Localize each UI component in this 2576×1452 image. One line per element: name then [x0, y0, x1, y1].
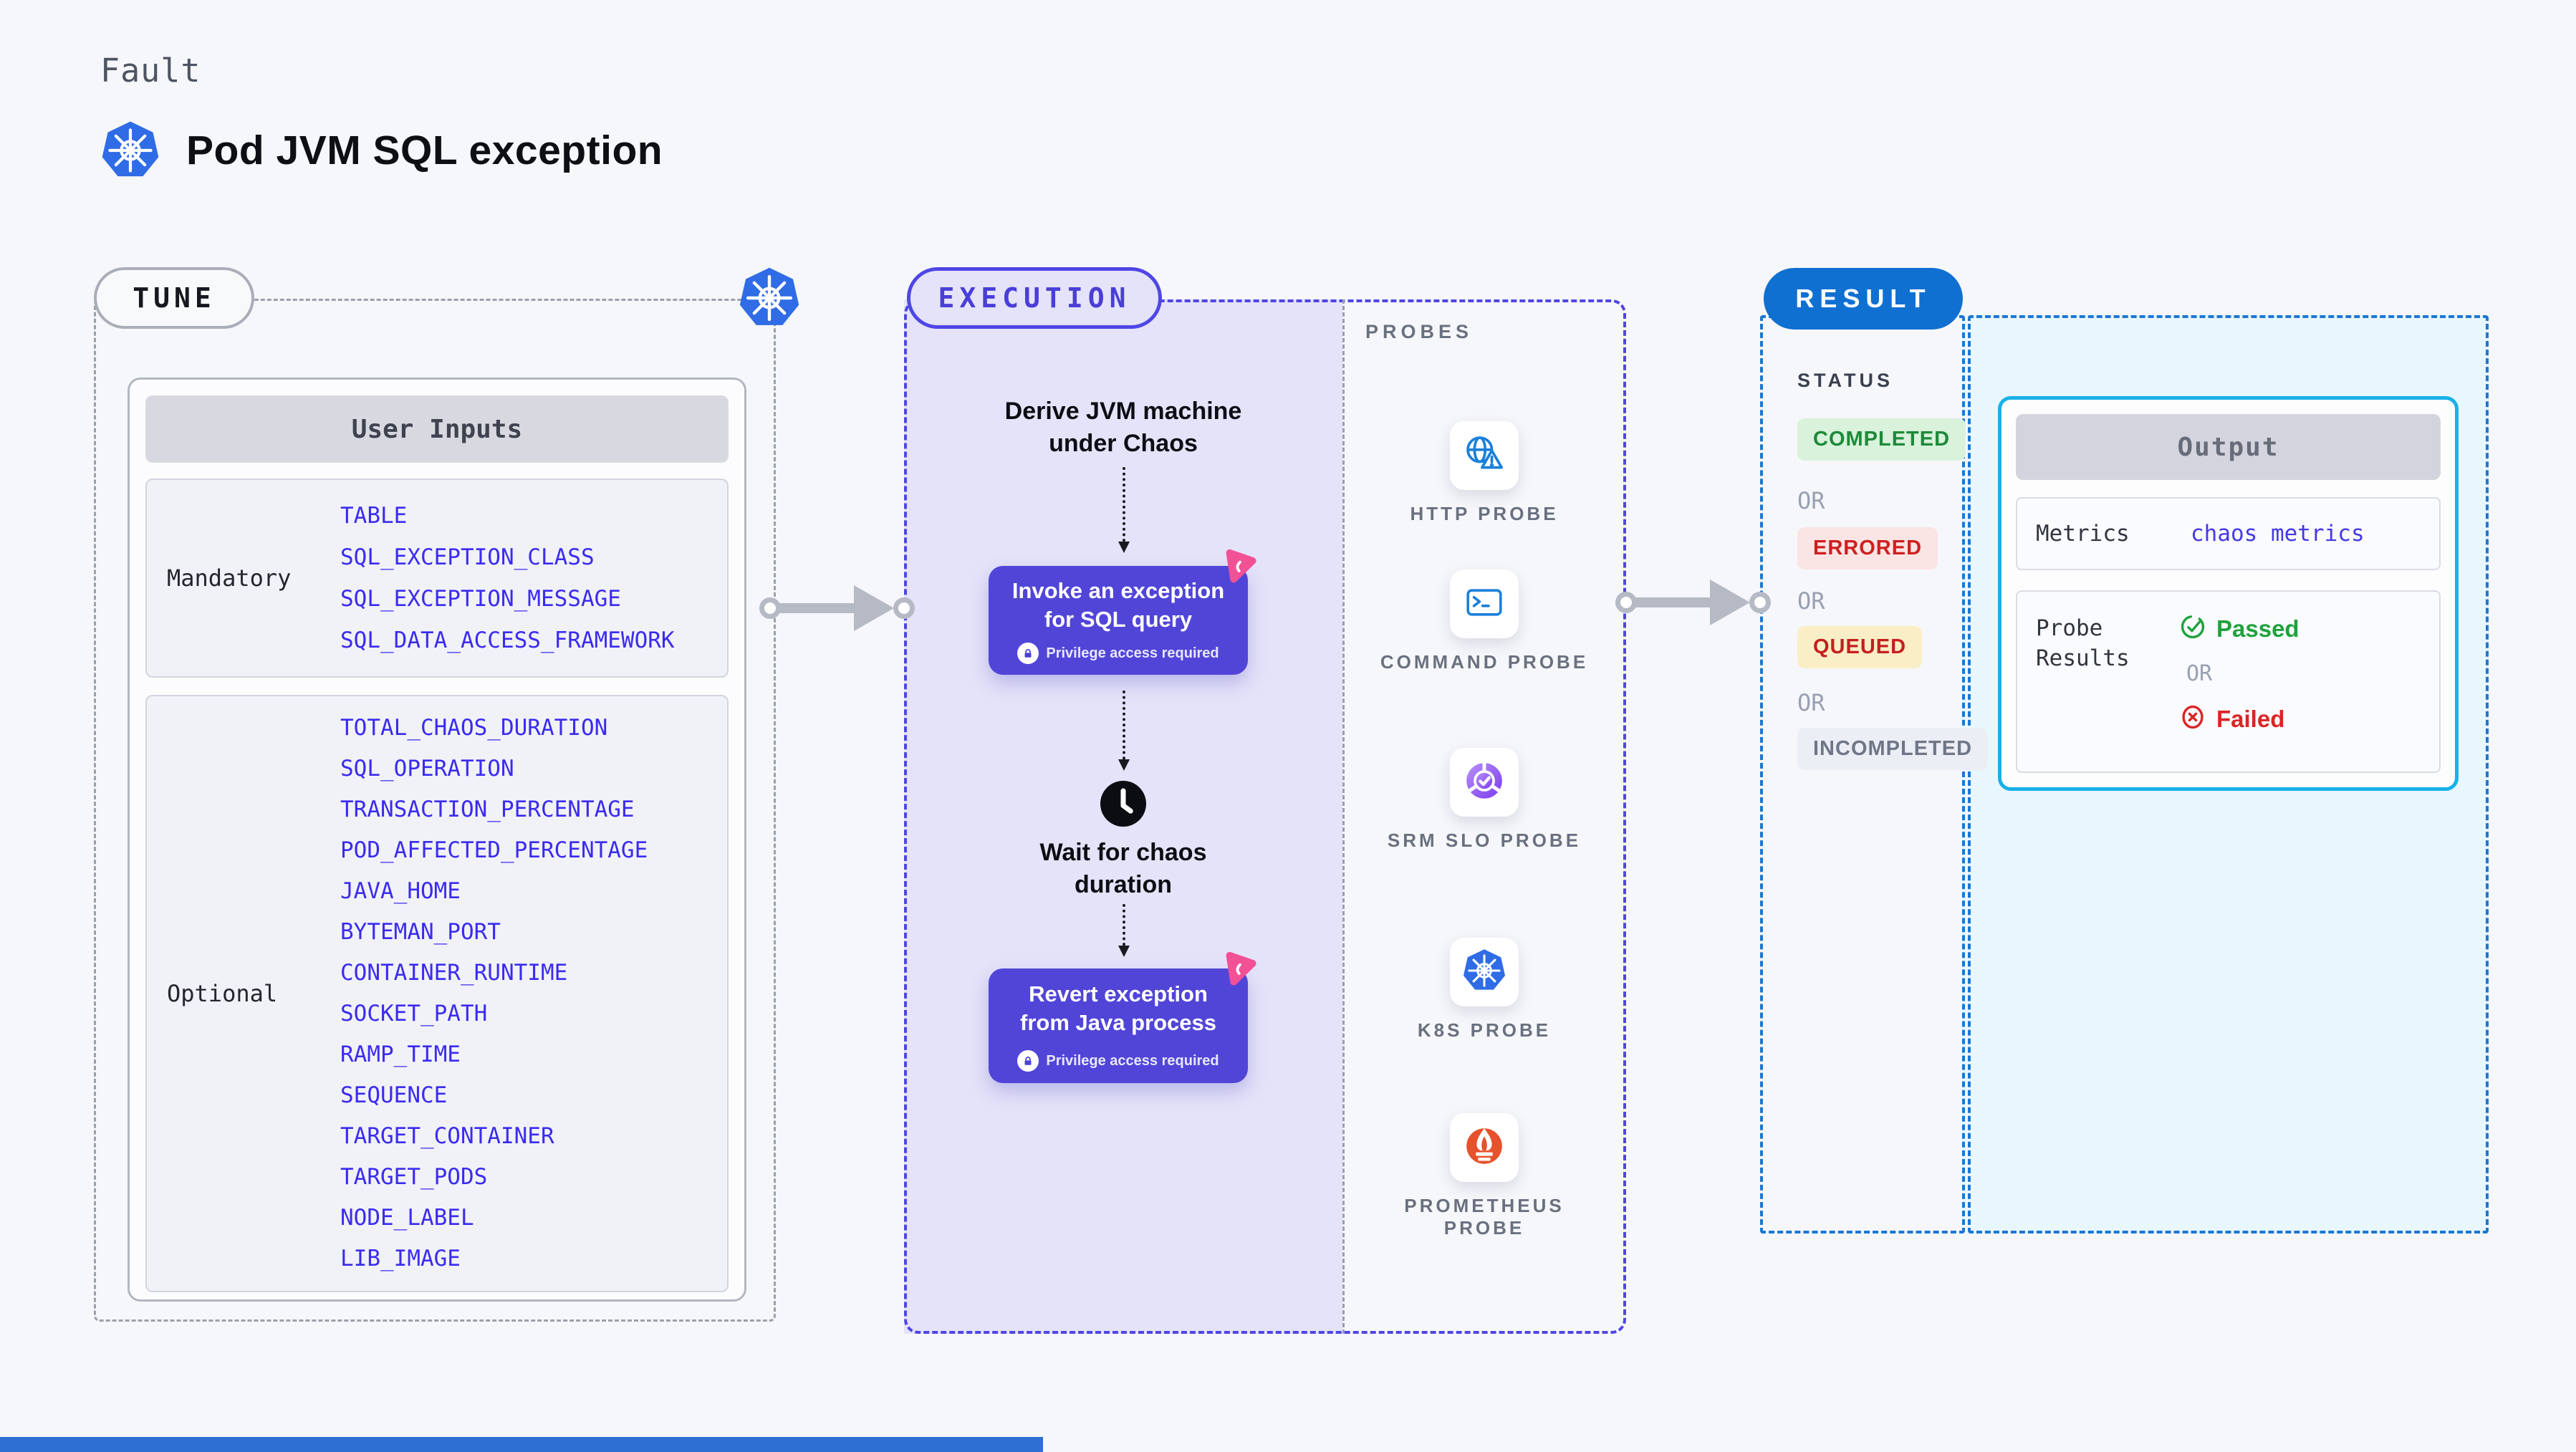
bottom-blue-bar — [0, 1437, 1043, 1452]
chaos-badge-icon — [1217, 545, 1261, 589]
passed-line: Passed — [2179, 613, 2299, 644]
x-circle-icon — [2179, 703, 2206, 734]
param-item: JAVA_HOME — [340, 878, 461, 904]
param-item: SOCKET_PATH — [340, 1001, 488, 1027]
probe-label: COMMAND PROBE — [1380, 651, 1589, 673]
globe-alert-icon — [1462, 432, 1506, 480]
flow-arrow-down — [1118, 467, 1130, 553]
or-separator: OR — [1797, 587, 1825, 615]
passed-label: Passed — [2216, 615, 2299, 642]
lock-icon — [1017, 1050, 1039, 1072]
execution-section-box — [904, 299, 1626, 1334]
probes-heading: PROBES — [1365, 321, 1474, 342]
execution-pill: EXECUTION — [907, 267, 1162, 329]
optional-label: Optional — [167, 980, 278, 1007]
execution-to-result-arrow — [1615, 580, 1773, 629]
revert-exception-title: Revert exception from Java process — [1020, 981, 1216, 1035]
page-title: Pod JVM SQL exception — [186, 128, 663, 173]
privilege-note-row: Privilege access required — [1017, 643, 1219, 664]
param-item: NODE_LABEL — [340, 1205, 474, 1231]
clock-icon — [1100, 781, 1146, 827]
probe-label: K8S PROBE — [1417, 1019, 1552, 1041]
param-item: SQL_OPERATION — [340, 756, 514, 782]
param-item: SQL_EXCEPTION_MESSAGE — [340, 586, 621, 612]
param-item: RAMP_TIME — [340, 1042, 461, 1067]
result-status-box: STATUS COMPLETED OR ERRORED OR QUEUED OR… — [1760, 315, 1989, 1234]
chaos-badge-icon — [1217, 948, 1261, 991]
command-probe-card — [1450, 569, 1519, 638]
param-item: TARGET_CONTAINER — [340, 1123, 554, 1149]
probe-label: HTTP PROBE — [1410, 503, 1559, 524]
srm-slo-probe-card — [1450, 748, 1519, 817]
user-inputs-card: User Inputs Mandatory TABLE SQL_EXCEPTIO… — [128, 378, 746, 1302]
kubernetes-wheel-icon — [1462, 948, 1506, 996]
lock-icon — [1017, 643, 1039, 664]
probe-results-row: Probe Results Passed OR — [2016, 590, 2441, 773]
tune-to-execution-arrow — [759, 585, 917, 635]
privilege-note: Privilege access required — [1046, 645, 1219, 661]
metrics-label: Metrics — [2036, 521, 2130, 547]
param-item: SQL_DATA_ACCESS_FRAMEWORK — [340, 628, 675, 653]
param-item: TOTAL_CHAOS_DURATION — [340, 715, 608, 741]
optional-items: TOTAL_CHAOS_DURATION SQL_OPERATION TRANS… — [340, 711, 648, 1276]
or-separator: OR — [1797, 689, 1825, 716]
param-item: SEQUENCE — [340, 1082, 448, 1108]
output-card: Output Metrics chaos metrics Probe Resul… — [1998, 396, 2459, 791]
output-title: Output — [2016, 414, 2441, 480]
probe-results-label: Probe Results — [2036, 615, 2130, 671]
param-item: SQL_EXCEPTION_CLASS — [340, 544, 595, 570]
tune-section-box — [94, 299, 776, 1322]
http-probe-card — [1450, 421, 1519, 490]
flow-arrow-down — [1118, 691, 1130, 771]
status-badge-incompleted: INCOMPLETED — [1797, 728, 1989, 770]
failed-label: Failed — [2216, 705, 2285, 732]
param-item: TRANSACTION_PERCENTAGE — [340, 797, 635, 822]
probe-label: PROMETHEUS PROBE — [1404, 1195, 1565, 1239]
kubernetes-icon — [738, 266, 801, 330]
prometheus-probe-card — [1450, 1113, 1519, 1182]
derive-jvm-step: Derive JVM machine under Chaos — [1004, 398, 1242, 457]
privilege-note: Privilege access required — [1046, 1052, 1219, 1069]
check-circle-icon — [2179, 613, 2206, 644]
fault-kicker: Fault — [100, 52, 201, 90]
metrics-row: Metrics chaos metrics — [2016, 497, 2441, 570]
optional-params-row: Optional TOTAL_CHAOS_DURATION SQL_OPERAT… — [145, 695, 729, 1292]
prometheus-flame-icon — [1462, 1124, 1506, 1172]
status-badge-errored: ERRORED — [1797, 527, 1938, 569]
param-item: TARGET_PODS — [340, 1164, 488, 1190]
param-item: BYTEMAN_PORT — [340, 919, 501, 945]
probe-results-values: Passed OR Failed — [2179, 613, 2299, 771]
param-item: POD_AFFECTED_PERCENTAGE — [340, 837, 648, 863]
param-item: LIB_IMAGE — [340, 1246, 461, 1271]
invoke-exception-step: Invoke an exception for SQL query Privil… — [989, 549, 1256, 675]
param-item: CONTAINER_RUNTIME — [340, 960, 568, 986]
or-separator: OR — [2186, 661, 2213, 686]
terminal-icon — [1463, 581, 1506, 628]
metrics-value: chaos metrics — [2191, 521, 2365, 547]
gauge-check-icon — [1462, 759, 1506, 807]
mandatory-items: TABLE SQL_EXCEPTION_CLASS SQL_EXCEPTION_… — [340, 494, 675, 662]
flow-arrow-down — [1118, 904, 1130, 957]
k8s-probe-card — [1450, 938, 1519, 1006]
result-pill: RESULT — [1764, 268, 1963, 330]
or-separator: OR — [1797, 487, 1825, 514]
invoke-exception-title: Invoke an exception for SQL query — [1011, 578, 1225, 632]
status-badge-completed: COMPLETED — [1797, 418, 1966, 461]
privilege-note-row: Privilege access required — [1017, 1050, 1219, 1072]
revert-exception-step: Revert exception from Java process Privi… — [989, 951, 1256, 1083]
page-title-row: Pod JVM SQL exception — [100, 120, 663, 181]
wait-chaos-step: Wait for chaos duration — [1039, 839, 1207, 898]
user-inputs-title: User Inputs — [145, 395, 729, 463]
mandatory-label: Mandatory — [167, 564, 292, 592]
mandatory-params-row: Mandatory TABLE SQL_EXCEPTION_CLASS SQL_… — [145, 479, 729, 678]
probe-label: SRM SLO PROBE — [1387, 830, 1582, 851]
tune-pill: TUNE — [94, 267, 254, 329]
status-badge-queued: QUEUED — [1797, 626, 1923, 668]
param-item: TABLE — [340, 503, 408, 529]
failed-line: Failed — [2179, 703, 2299, 734]
kubernetes-icon — [100, 120, 160, 181]
status-heading: STATUS — [1797, 370, 1893, 391]
execution-probes-divider — [1342, 299, 1345, 1334]
